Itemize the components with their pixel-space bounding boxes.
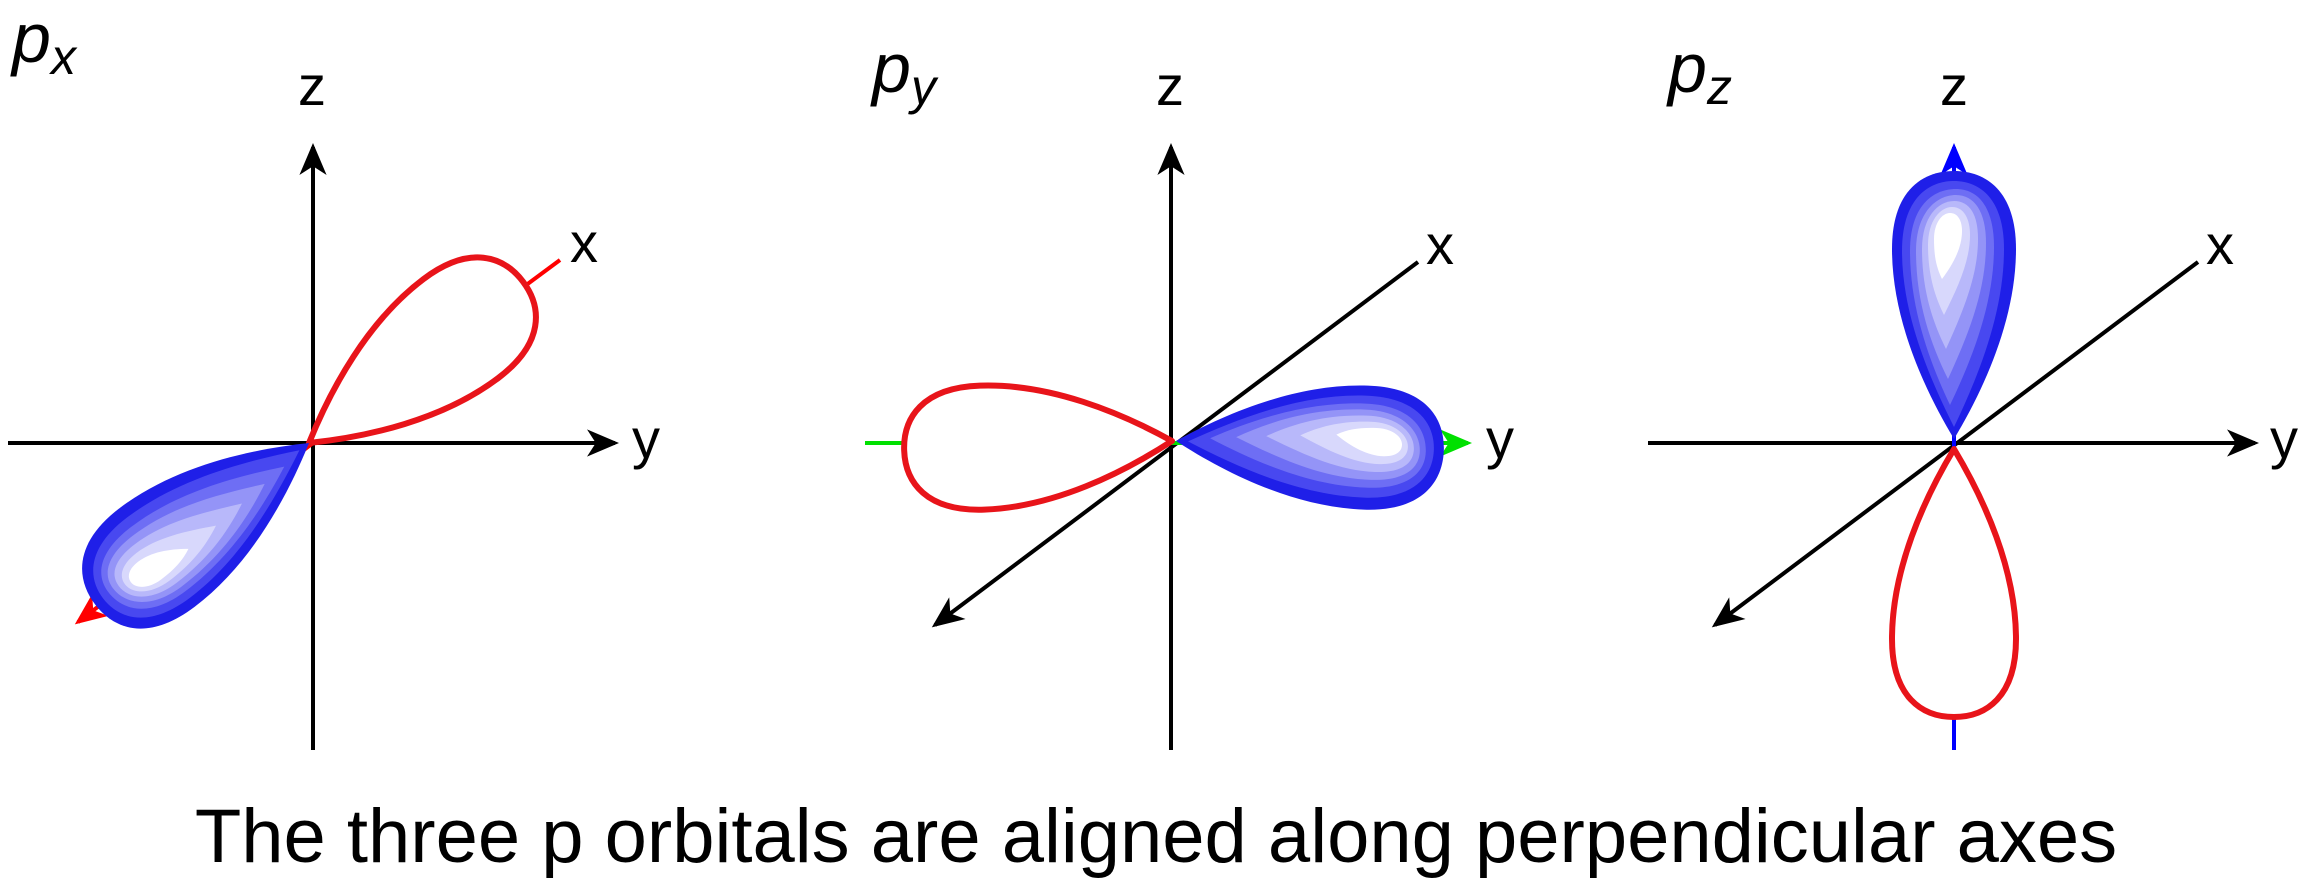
y-axis-label: y	[632, 407, 660, 470]
panel-py: py z x y	[865, 29, 1514, 750]
z-axis-label: z	[298, 54, 326, 117]
outline-lobe	[902, 379, 1174, 512]
shaded-lobe	[1892, 171, 2016, 439]
y-axis-label: y	[2270, 407, 2298, 470]
caption: The three p orbitals are aligned along p…	[195, 794, 2117, 879]
shaded-lobe	[57, 393, 347, 654]
x-axis-label: x	[570, 211, 598, 274]
panel-px: px z y x	[8, 0, 660, 750]
x-axis-label: x	[1426, 213, 1454, 276]
outline-lobe	[1892, 449, 2016, 717]
panel-pz: pz y x z	[1648, 29, 2298, 750]
shaded-lobe	[1173, 379, 1447, 513]
x-axis-label: x	[2206, 213, 2234, 276]
panel-title: py	[870, 29, 939, 115]
panel-title: px	[10, 0, 78, 85]
z-axis-label: z	[1156, 54, 1184, 117]
z-axis-label: z	[1940, 54, 1968, 117]
x-axis	[1711, 260, 2200, 628]
panel-title: pz	[1666, 29, 1732, 115]
y-axis-label: y	[1486, 407, 1514, 470]
